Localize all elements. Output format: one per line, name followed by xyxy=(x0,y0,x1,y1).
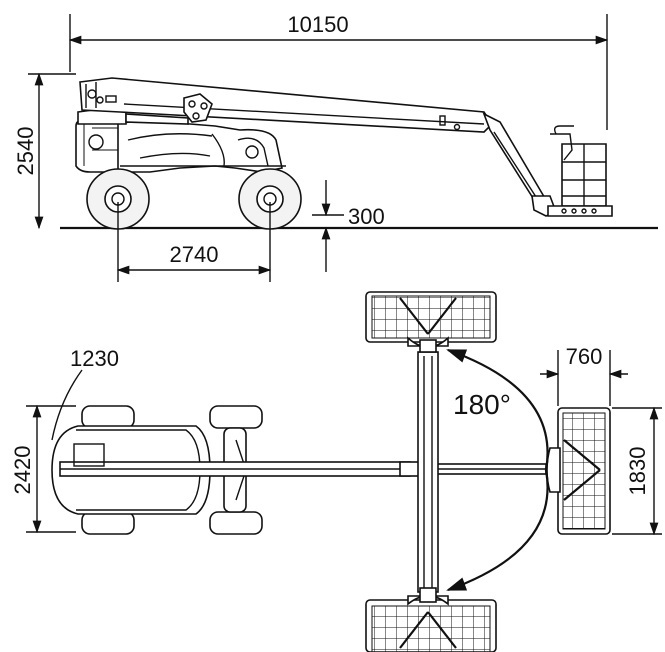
top-view: 2420 1230 xyxy=(10,291,662,652)
tire-front-left xyxy=(209,405,263,429)
basket-top xyxy=(365,291,497,353)
basket-bottom xyxy=(365,587,497,652)
ground-clearance-dimension: 300 xyxy=(312,180,385,272)
basket-right xyxy=(546,407,611,535)
tire-rear-right xyxy=(81,511,135,535)
wheelbase-dimension: 2740 xyxy=(116,202,272,282)
boom-top xyxy=(59,443,547,477)
overall-length-dimension: 10150 xyxy=(68,12,609,130)
platform-depth-dimension: 760 xyxy=(540,344,628,406)
rear-overhang-callout: 1230 xyxy=(51,346,119,441)
platform-width-dimension: 1830 xyxy=(612,406,662,536)
rotation-arc: 180° xyxy=(446,348,549,592)
overall-width-label: 2420 xyxy=(10,446,35,495)
overall-height-label: 2540 xyxy=(13,127,38,176)
main-boom xyxy=(79,77,494,133)
basket-side xyxy=(547,125,613,217)
tire-front-right xyxy=(209,511,263,535)
overall-width-dimension: 2420 xyxy=(10,404,76,534)
jib xyxy=(482,112,558,217)
side-view: 10150 2540 xyxy=(13,12,658,282)
rear-overhang-label: 1230 xyxy=(70,346,119,371)
rotation-label: 180° xyxy=(453,389,511,420)
ground-clearance-label: 300 xyxy=(348,204,385,229)
overall-length-label: 10150 xyxy=(287,12,348,37)
platform-width-label: 1830 xyxy=(625,447,650,496)
jib-vertical xyxy=(417,351,439,593)
tire-rear-left xyxy=(81,405,135,429)
platform-depth-label: 760 xyxy=(566,344,603,369)
overall-height-dimension: 2540 xyxy=(13,72,76,230)
wheelbase-label: 2740 xyxy=(170,242,219,267)
